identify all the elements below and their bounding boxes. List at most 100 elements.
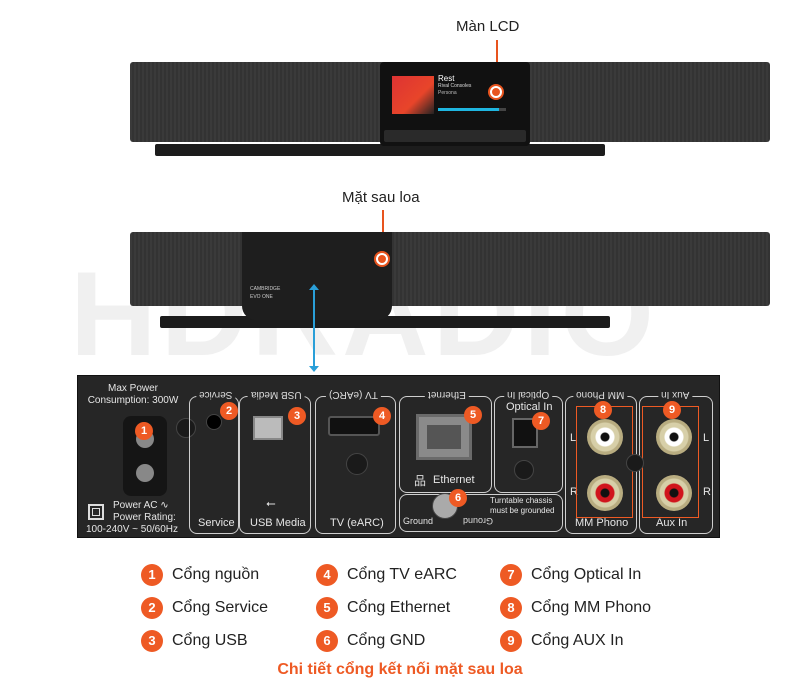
track-artist: Rival Consoles <box>438 83 472 89</box>
legend-label: Cổng USB <box>172 632 248 649</box>
legend-number: 1 <box>141 564 163 586</box>
progress-bar[interactable] <box>438 108 506 111</box>
brand-label: CAMBRIDGE <box>250 286 281 292</box>
ground-label: Ground <box>403 516 434 526</box>
badge-9: 9 <box>663 401 681 419</box>
legend-label: Cổng GND <box>347 632 426 649</box>
legend-item: 1 Cổng nguồn <box>141 564 259 586</box>
legend-label: Cổng Service <box>172 599 269 616</box>
arrow-head-up <box>309 284 319 290</box>
phono-r: R <box>570 486 578 498</box>
badge-5: 5 <box>464 406 482 424</box>
phono-top-label: MM Phono <box>573 389 628 400</box>
aux-left-jack[interactable] <box>656 419 692 455</box>
badge-3: 3 <box>288 407 306 425</box>
lcd-marker <box>490 86 502 98</box>
legend-number: 5 <box>316 597 338 619</box>
hdmi-port[interactable] <box>328 416 380 436</box>
legend-label: Cổng MM Phono <box>531 599 652 616</box>
badge-4: 4 <box>373 407 391 425</box>
optical-label: Optical In <box>506 401 553 413</box>
tv-label: TV (eARC) <box>330 517 384 529</box>
phono-right-jack[interactable] <box>587 475 623 511</box>
legend-number: 7 <box>500 564 522 586</box>
lcd-screen[interactable]: Rest Rival Consoles Persona <box>380 62 530 146</box>
connector-panel-detail: Max Power Consumption: 300W Power AC ∿ P… <box>77 375 720 538</box>
power-pin <box>136 464 154 482</box>
track-album: Persona <box>438 90 457 96</box>
legend-label: Cổng nguồn <box>172 566 260 583</box>
legend-item: 8 Cổng MM Phono <box>500 597 651 619</box>
ethernet-port[interactable] <box>416 414 472 460</box>
phono-l: L <box>570 432 577 444</box>
aux-top-label: Aux In <box>658 389 693 400</box>
legend-number: 3 <box>141 630 163 652</box>
badge-6: 6 <box>449 489 467 507</box>
badge-1: 1 <box>135 422 153 440</box>
badge-2: 2 <box>220 402 238 420</box>
usb-top-label: USB Media <box>248 389 305 400</box>
model-label: EVO ONE <box>250 294 273 300</box>
legend-item: 9 Cổng AUX In <box>500 630 624 652</box>
aux-l: L <box>703 432 710 444</box>
lcd-callout-label: Màn LCD <box>456 18 520 35</box>
track-title: Rest <box>438 74 455 83</box>
legend-number: 9 <box>500 630 522 652</box>
legend-label: Cổng AUX In <box>531 632 624 649</box>
power-rating-label: Power Rating: <box>113 512 176 523</box>
usb-label: USB Media <box>250 517 306 529</box>
service-port[interactable] <box>206 414 222 430</box>
phono-label: MM Phono <box>575 517 629 529</box>
turntable-note-2: must be grounded <box>490 506 555 515</box>
legend-number: 4 <box>316 564 338 586</box>
phono-highlight <box>576 406 633 518</box>
legend-number: 8 <box>500 597 522 619</box>
legend-number: 6 <box>316 630 338 652</box>
ground-label-flipped: Ground <box>460 516 497 526</box>
legend-item: 3 Cổng USB <box>141 630 248 652</box>
max-power-label: Max Power Consumption: 300W <box>87 383 179 406</box>
screw <box>346 453 368 475</box>
service-top-label: Service <box>196 389 236 400</box>
badge-7: 7 <box>532 412 550 430</box>
ethernet-label: Ethernet <box>433 474 475 486</box>
optical-top-label: Optical In <box>504 389 553 400</box>
aux-right-jack[interactable] <box>656 475 692 511</box>
legend-item: 4 Cổng TV eARC <box>316 564 457 586</box>
phono-left-jack[interactable] <box>587 419 623 455</box>
screw <box>514 460 534 480</box>
speaker-rear <box>130 232 770 306</box>
aux-r: R <box>703 486 711 498</box>
usb-port[interactable] <box>253 416 283 440</box>
legend-number: 2 <box>141 597 163 619</box>
legend-item: 5 Cổng Ethernet <box>316 597 450 619</box>
legend-item: 6 Cổng GND <box>316 630 425 652</box>
ethernet-top-label: Ethernet <box>425 389 469 400</box>
arrow-head-down <box>309 366 319 372</box>
figure-caption: Chi tiết cổng kết nối mặt sau loa <box>277 661 523 678</box>
rear-connector-panel-thumb: CAMBRIDGE EVO ONE <box>242 232 392 320</box>
power-ac-label: Power AC ∿ <box>113 500 169 511</box>
badge-8: 8 <box>594 401 612 419</box>
legend-item: 2 Cổng Service <box>141 597 268 619</box>
tv-top-label: TV (eARC) <box>326 389 381 400</box>
album-art <box>392 76 434 114</box>
control-buttons-bar[interactable] <box>384 130 526 142</box>
rear-callout-label: Mặt sau loa <box>342 189 420 206</box>
legend-label: Cổng Optical In <box>531 566 642 583</box>
aux-highlight <box>642 406 699 518</box>
usb-icon: ⭠ <box>266 496 276 510</box>
screw <box>176 418 196 438</box>
section-ground <box>399 494 563 532</box>
legend-label: Cổng TV eARC <box>347 566 457 583</box>
double-insulation-icon <box>88 504 104 520</box>
speaker-front-stand <box>155 144 605 156</box>
power-range-label: 100-240V ~ 50/60Hz <box>86 524 179 535</box>
aux-label: Aux In <box>656 517 688 529</box>
legend-label: Cổng Ethernet <box>347 599 451 616</box>
rear-marker <box>376 253 388 265</box>
service-label: Service <box>198 517 235 529</box>
turntable-note-1: Turntable chassis <box>490 496 553 505</box>
network-icon: 品 <box>414 474 427 488</box>
screw <box>626 454 644 472</box>
